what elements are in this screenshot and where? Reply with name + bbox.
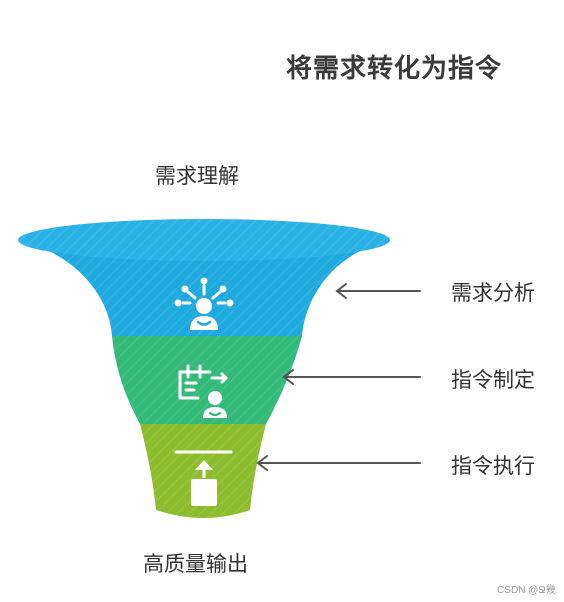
stage-1-label: 需求分析: [451, 282, 535, 305]
arrow-stage-2: [282, 369, 421, 385]
idea-network-icon: [174, 277, 234, 330]
funnel-stage-2: [112, 336, 302, 424]
stage-3-label: 指令执行: [451, 455, 535, 478]
arrow-stage-3: [256, 455, 421, 471]
document-person-icon: [178, 364, 228, 418]
funnel-bottom-label: 高质量输出: [143, 553, 248, 576]
funnel-top-label: 需求理解: [155, 165, 239, 188]
diagram-title: 将需求转化为指令: [286, 53, 503, 83]
upload-box-icon: [174, 450, 233, 506]
arrow-stage-1: [335, 283, 421, 299]
watermark: CSDN @Ջ幾: [497, 585, 556, 596]
stage-2-label: 指令制定: [451, 369, 535, 392]
